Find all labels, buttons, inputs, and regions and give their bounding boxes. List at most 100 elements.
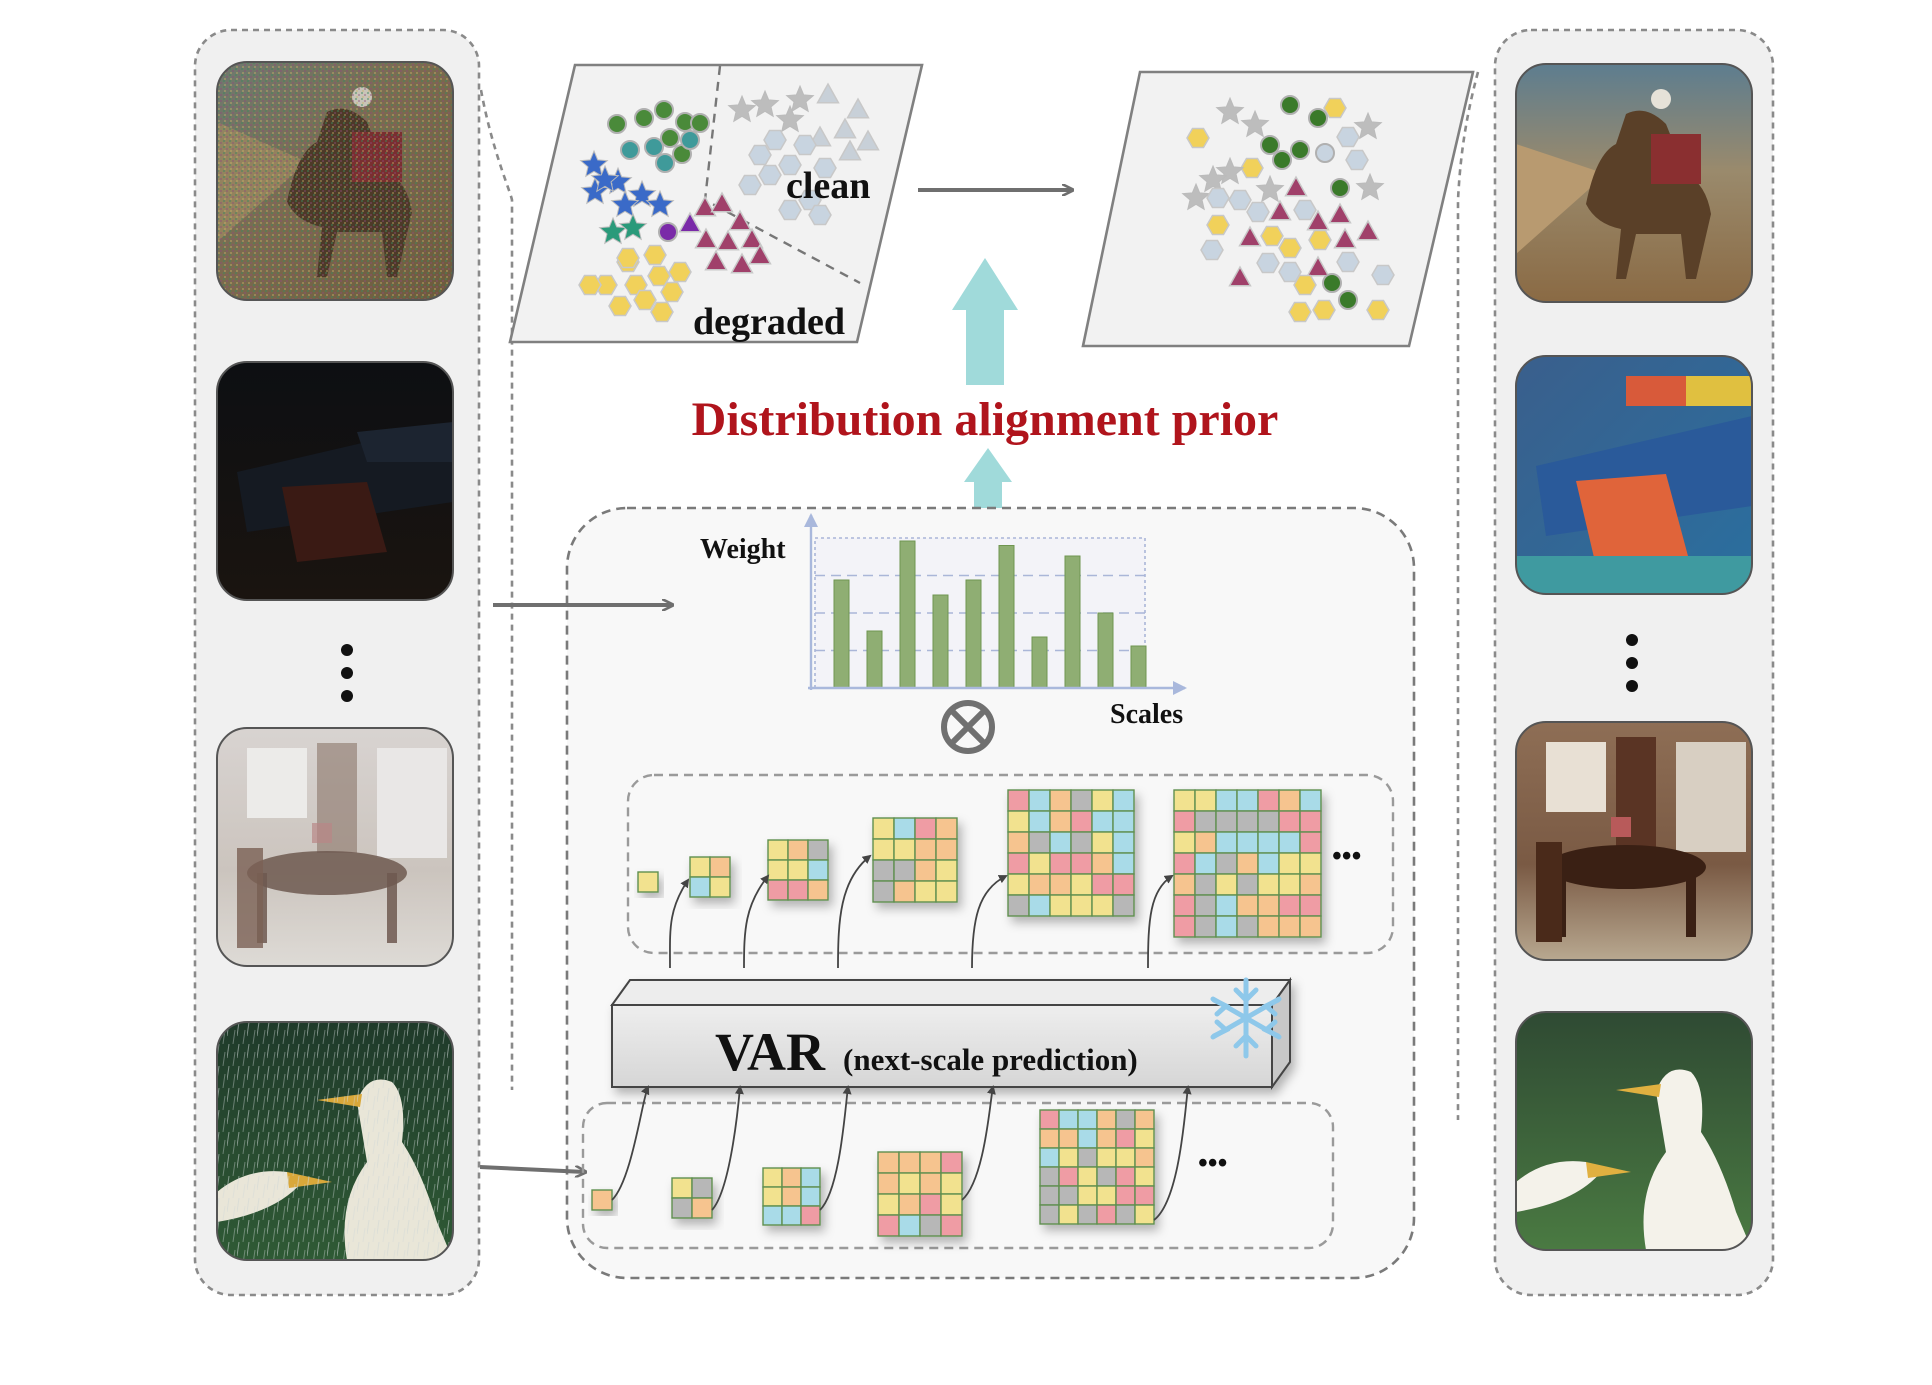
aligned-scatter-point bbox=[1186, 127, 1210, 149]
more-outputs-ellipsis bbox=[1626, 634, 1638, 692]
scatter-point bbox=[856, 129, 880, 151]
aligned-scatter-point bbox=[1255, 174, 1285, 203]
restored-albatross-image bbox=[1515, 1011, 1753, 1251]
scatter-point bbox=[793, 134, 817, 156]
restored-camel-image bbox=[1515, 63, 1753, 303]
aligned-scatter-point bbox=[1240, 109, 1270, 138]
aligned-scatter-point bbox=[1336, 126, 1360, 148]
var-sub-label: (next-scale prediction) bbox=[843, 1042, 1138, 1077]
aligned-scatter-point bbox=[1228, 265, 1252, 287]
scatter-point bbox=[748, 243, 772, 265]
scatter-point bbox=[643, 244, 667, 266]
rainy-albatross-image bbox=[216, 1021, 454, 1261]
output-scale-curve bbox=[1147, 874, 1174, 969]
aligned-distribution-plane bbox=[1081, 70, 1475, 348]
token-map-scale-5 bbox=[1007, 789, 1135, 917]
multiply-operator-icon bbox=[941, 700, 995, 754]
prior-upward-arrows bbox=[952, 258, 1018, 512]
scale-weight-bar-chart: Weight Scales bbox=[700, 513, 1187, 730]
scatter-point bbox=[608, 295, 632, 317]
input-token-maps-box bbox=[581, 1101, 1335, 1250]
aligned-scatter-point bbox=[1312, 299, 1336, 321]
aligned-scatter-point bbox=[1322, 273, 1342, 293]
scatter-point bbox=[645, 189, 675, 218]
aligned-scatter-point bbox=[1280, 95, 1300, 115]
degraded-label: degraded bbox=[693, 301, 845, 343]
scatter-point bbox=[620, 140, 640, 160]
scatter-point bbox=[654, 100, 674, 120]
scatter-point bbox=[580, 176, 610, 205]
aligned-scatter-point bbox=[1323, 97, 1347, 119]
scatter-point bbox=[633, 289, 657, 311]
scatter-point bbox=[610, 189, 640, 218]
chart-bar bbox=[965, 579, 982, 689]
aligned-scatter-point bbox=[1308, 229, 1332, 251]
aligned-scatter bbox=[1181, 95, 1395, 323]
more-inputs-ellipsis bbox=[341, 644, 353, 702]
scatter-point bbox=[758, 164, 782, 186]
scatter-point bbox=[778, 154, 802, 176]
clean-label: clean bbox=[786, 165, 870, 207]
scatter-point bbox=[618, 212, 648, 241]
aligned-scatter-point bbox=[1181, 182, 1211, 211]
chart-bar bbox=[1097, 612, 1114, 689]
scatter-point bbox=[775, 104, 805, 133]
input-token-map-scale-1 bbox=[591, 1189, 613, 1211]
aligned-scatter-point bbox=[1260, 225, 1284, 247]
scatter-point bbox=[660, 281, 684, 303]
scatter-point bbox=[668, 261, 692, 283]
aligned-scatter-point bbox=[1293, 199, 1317, 221]
predicted-token-maps-box bbox=[626, 773, 1395, 955]
scatter-point bbox=[693, 195, 717, 217]
scatter-point bbox=[833, 117, 857, 139]
scatter-point bbox=[778, 199, 802, 221]
output-scale-curve bbox=[669, 878, 690, 969]
token-map-scale-2 bbox=[689, 856, 731, 898]
input-to-tokens-arrow bbox=[479, 1165, 585, 1172]
low-light-stadium-image bbox=[216, 361, 454, 601]
scatter-point bbox=[704, 249, 728, 271]
aligned-scatter-point bbox=[1338, 290, 1358, 310]
token-map-scale-1 bbox=[637, 871, 659, 893]
chart-bar bbox=[1064, 555, 1081, 689]
scatter-point bbox=[579, 149, 609, 178]
var-main-label: VAR bbox=[715, 1022, 826, 1082]
top-more-dots: ••• bbox=[1332, 841, 1361, 872]
aligned-scatter-point bbox=[1336, 251, 1360, 273]
input-token-map-scale-4 bbox=[877, 1151, 963, 1237]
aligned-scatter-point bbox=[1256, 252, 1280, 274]
input-token-map-scale-3 bbox=[762, 1167, 821, 1226]
aligned-scatter-point bbox=[1272, 150, 1292, 170]
scatter-point bbox=[678, 211, 702, 233]
aligned-scatter-point bbox=[1278, 237, 1302, 259]
frozen-snowflake-icon bbox=[1210, 977, 1282, 1059]
scatter-point bbox=[590, 164, 620, 193]
bottom-more-dots: ••• bbox=[1198, 1148, 1227, 1179]
token-map-scale-3 bbox=[767, 839, 829, 901]
scatter-point bbox=[738, 174, 762, 196]
input-scale-curve bbox=[961, 1085, 996, 1201]
input-scale-curve bbox=[711, 1085, 744, 1211]
chart-bar bbox=[998, 545, 1015, 689]
aligned-scatter-point bbox=[1356, 219, 1380, 241]
scatter-point bbox=[634, 108, 654, 128]
input-token-map-scale-2 bbox=[671, 1177, 713, 1219]
aligned-scatter-point bbox=[1345, 149, 1369, 171]
scatter-point bbox=[813, 157, 837, 179]
output-images-panel bbox=[1456, 28, 1775, 1297]
scatter-point bbox=[607, 114, 627, 134]
x-axis-label: Scales bbox=[1110, 699, 1183, 730]
scatter-point bbox=[655, 153, 675, 173]
scatter-point bbox=[727, 94, 757, 123]
aligned-scatter-point bbox=[1306, 255, 1330, 277]
aligned-scatter-point bbox=[1200, 239, 1224, 261]
scatter-clusters bbox=[578, 82, 880, 323]
scatter-point bbox=[694, 227, 718, 249]
hazy-dining-room-image bbox=[216, 727, 454, 967]
scatter-point bbox=[748, 144, 772, 166]
aligned-scatter-point bbox=[1330, 178, 1350, 198]
scatter-point bbox=[710, 191, 734, 213]
output-scale-curve bbox=[971, 875, 1008, 969]
aligned-scatter-point bbox=[1238, 225, 1262, 247]
